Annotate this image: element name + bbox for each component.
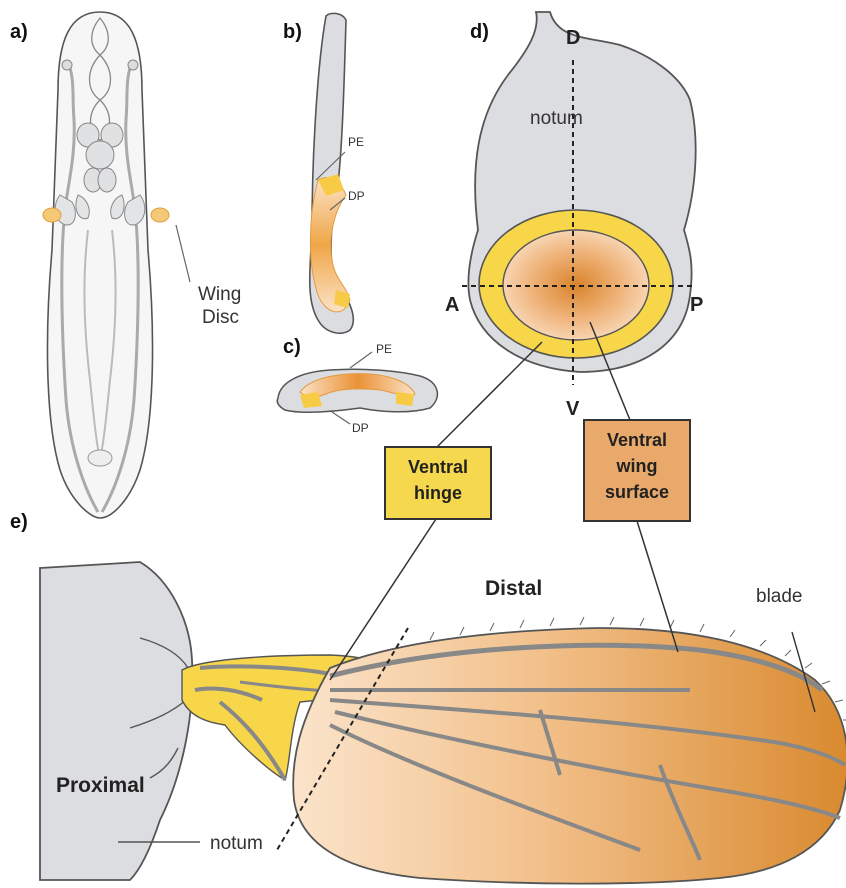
wing-disc-label-1: Wing [198, 284, 241, 305]
panel-c-pe: PE [376, 342, 392, 356]
axis-dorsal: D [566, 27, 580, 49]
notum-body [40, 562, 192, 880]
blade-label: blade [756, 586, 803, 607]
disc-side-view: PE DP [310, 13, 365, 333]
notum-label-e: notum [210, 833, 263, 854]
distal-label: Distal [485, 577, 542, 600]
hinge-line2: hinge [414, 483, 462, 503]
panel-label-c: c) [283, 336, 301, 358]
callout-ventral-hinge: Ventral hinge [385, 447, 491, 519]
surface-line1: Ventral [607, 430, 667, 450]
panel-b-pe: PE [348, 135, 364, 149]
panel-c-dp: DP [352, 421, 369, 435]
wing-disc-label-2: Disc [202, 307, 239, 328]
panel-label-e: e) [10, 511, 28, 533]
adult-wing-drawing: Distal blade Proximal notum [40, 519, 846, 884]
axis-anterior: A [445, 294, 459, 316]
surface-line2: wing [616, 456, 658, 476]
axis-ventral: V [566, 398, 580, 420]
axis-posterior: P [690, 294, 703, 316]
larva-drawing: Wing Disc [43, 12, 241, 518]
panel-b-dp: DP [348, 189, 365, 203]
wing-disc-map: D V A P notum [436, 12, 703, 448]
callout-ventral-wing-surface: Ventral wing surface [584, 420, 690, 521]
surface-line3: surface [605, 482, 669, 502]
panel-label-b: b) [283, 21, 302, 43]
hinge-line1: Ventral [408, 457, 468, 477]
proximal-label: Proximal [56, 774, 145, 797]
notum-label-d: notum [530, 108, 583, 129]
panel-label-d: d) [470, 21, 489, 43]
panel-label-a: a) [10, 21, 28, 43]
disc-cross-section: PE DP [277, 342, 437, 435]
